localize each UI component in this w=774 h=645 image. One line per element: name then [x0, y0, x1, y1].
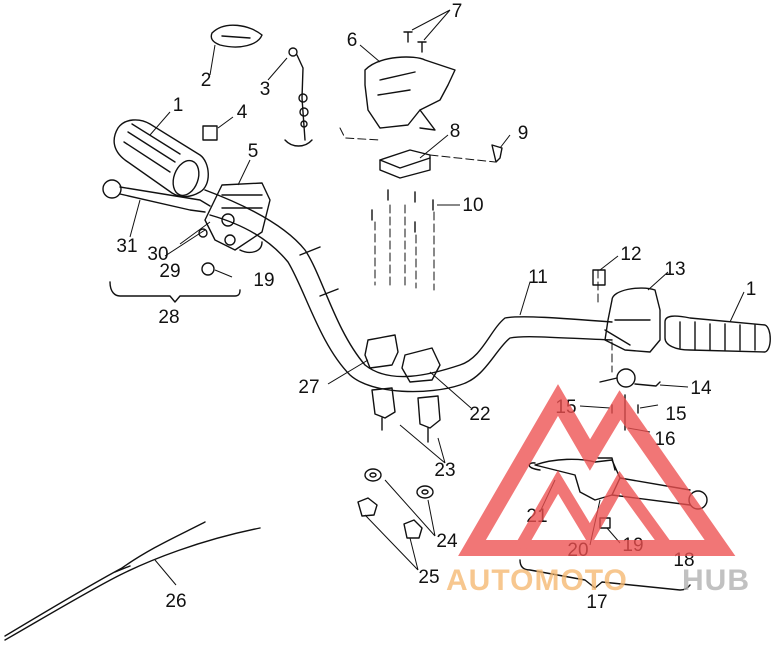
screw-9 [491, 144, 503, 163]
callout-11: 11 [528, 267, 548, 288]
callout-25: 25 [418, 567, 439, 588]
callout-31: 31 [116, 236, 137, 257]
callout-19-left: 19 [253, 270, 274, 291]
small-hardware [284, 47, 313, 147]
callout-16: 16 [654, 429, 675, 450]
callout-22: 22 [469, 404, 490, 425]
callout-14: 14 [690, 378, 712, 399]
callout-8: 8 [450, 121, 461, 142]
callout-1-right: 1 [746, 279, 757, 300]
riser-bolts [371, 387, 441, 443]
callout-6: 6 [347, 30, 358, 51]
master-cylinder [198, 182, 271, 254]
callout-24: 24 [436, 531, 458, 552]
screws-10 [371, 189, 434, 233]
callout-4: 4 [237, 102, 248, 123]
watermark-brand-right: HUB [682, 564, 750, 597]
cap-part [210, 24, 263, 48]
screws-7 [403, 31, 427, 53]
guide-lines [339, 127, 613, 373]
switch-14 [599, 368, 661, 388]
callout-27: 27 [298, 377, 319, 398]
handlebar [204, 189, 613, 393]
callout-26: 26 [165, 591, 186, 612]
callout-1-left: 1 [173, 95, 184, 116]
callout-28: 28 [158, 307, 179, 328]
callout-29: 29 [159, 261, 180, 282]
part-drawings [4, 24, 771, 641]
clamp-8 [379, 149, 431, 179]
callout-7: 7 [452, 1, 463, 22]
callout-13: 13 [664, 259, 685, 280]
right-grip [664, 315, 771, 353]
callout-12: 12 [620, 244, 641, 265]
throttle-cable [4, 521, 261, 641]
spacer-12 [592, 269, 606, 286]
washers [364, 468, 434, 499]
bracket-28 [109, 281, 241, 303]
callout-5: 5 [248, 141, 259, 162]
bracket-17 [519, 559, 691, 591]
watermark: AUTOMOTO HUB [446, 384, 750, 597]
riser-clamps [364, 334, 441, 383]
nut-left [201, 262, 215, 276]
callout-10: 10 [462, 195, 483, 216]
throttle-housing [604, 287, 661, 353]
callout-2: 2 [201, 70, 212, 91]
switch-housing [364, 56, 456, 131]
callout-17: 17 [586, 592, 607, 613]
callout-labels: 1 2 3 4 5 6 7 8 9 10 11 12 13 1 14 15 15… [116, 1, 756, 613]
watermark-brand-left: AUTOMOTO [446, 564, 628, 597]
callout-23: 23 [434, 460, 455, 481]
callout-3: 3 [260, 79, 271, 100]
nuts-25 [357, 497, 423, 539]
left-grip [113, 119, 209, 198]
left-lever [102, 179, 211, 213]
callout-15-right: 15 [665, 404, 686, 425]
callout-30: 30 [147, 244, 168, 265]
nut-part [202, 125, 218, 141]
leader-lines [129, 9, 745, 586]
watermark-triangle [458, 384, 736, 556]
callout-9: 9 [518, 123, 529, 144]
